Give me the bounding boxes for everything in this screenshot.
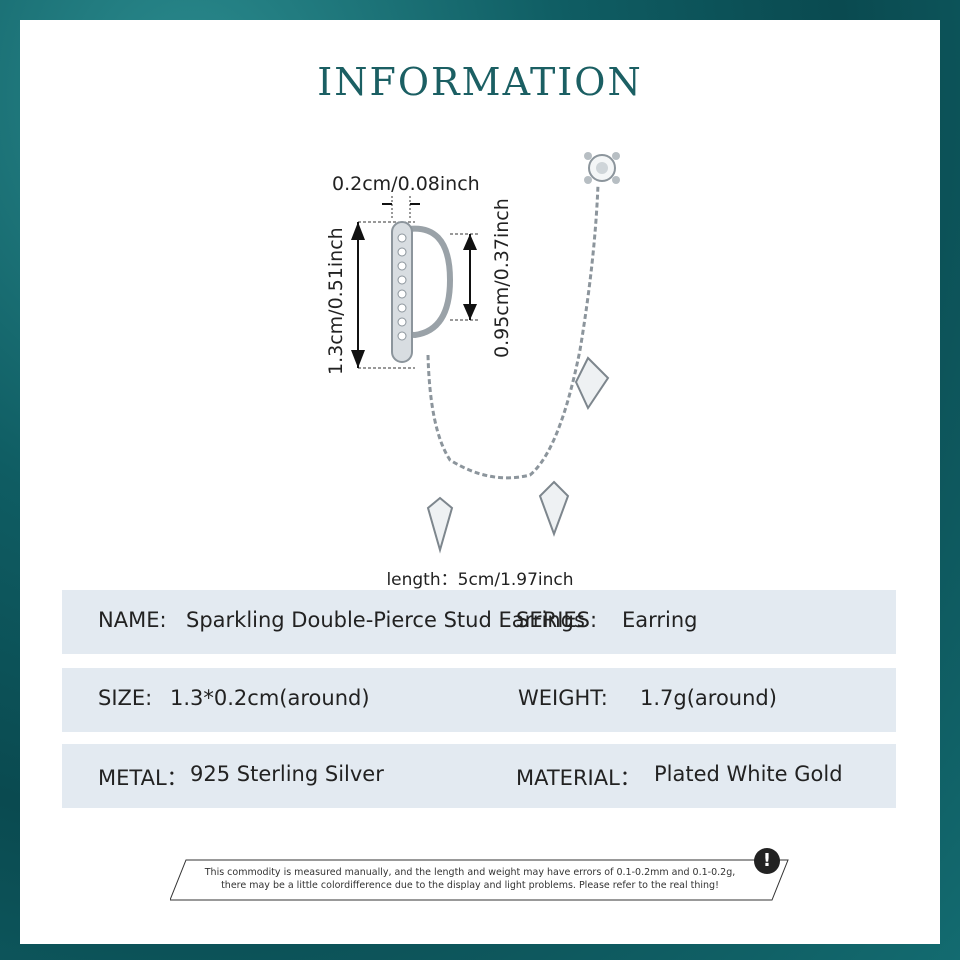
spec-label: SIZE: (98, 686, 153, 710)
crystal-drop (574, 356, 610, 411)
length-label: length：5cm/1.97inch (386, 570, 574, 590)
notice-line: there may be a little colordifference du… (221, 880, 719, 891)
spec-value: Earring (622, 608, 698, 632)
spec-label: NAME: (98, 608, 167, 632)
spec-value: Sparkling Double-Pierce Stud Earrings (186, 608, 585, 632)
spec-value: 1.3*0.2cm(around) (170, 686, 370, 710)
exclamation-icon: ! (754, 848, 780, 874)
notice-line: This commodity is measured manually, and… (204, 867, 736, 878)
measurement-notice: ! This commodity is measured manually, a… (170, 848, 790, 902)
spec-label: METAL： (98, 766, 188, 790)
spec-value: Plated White Gold (654, 762, 843, 786)
spec-label: SERIES: (516, 608, 598, 632)
spec-value: 925 Sterling Silver (190, 762, 384, 786)
spec-row-size: SIZE: 1.3*0.2cm(around) WEIGHT: 1.7g(aro… (62, 668, 896, 732)
page-title: INFORMATION (317, 60, 643, 104)
crystal-drop (538, 480, 570, 537)
spec-value: 1.7g(around) (640, 686, 777, 710)
stud-gem (584, 152, 620, 184)
chain (426, 184, 600, 480)
spec-row-name: NAME: Sparkling Double-Pierce Stud Earri… (62, 590, 896, 654)
height-dimension-label: 1.3cm/0.51inch (325, 227, 347, 375)
info-panel: INFORMATION 0.2cm/0.08inch 1.3cm/0.51inc… (20, 20, 940, 944)
crystal-drop (426, 496, 454, 554)
inner-dimension-label: 0.95cm/0.37inch (491, 198, 513, 358)
earring-diagram: 0.2cm/0.08inch 1.3cm/0.51inch 0.95cm/0.3… (325, 152, 620, 554)
spec-label: WEIGHT: (518, 686, 608, 710)
width-dimension-label: 0.2cm/0.08inch (332, 173, 480, 195)
spec-label: MATERIAL： (516, 766, 641, 790)
spec-row-metal: METAL： 925 Sterling Silver MATERIAL： Pla… (62, 744, 896, 808)
